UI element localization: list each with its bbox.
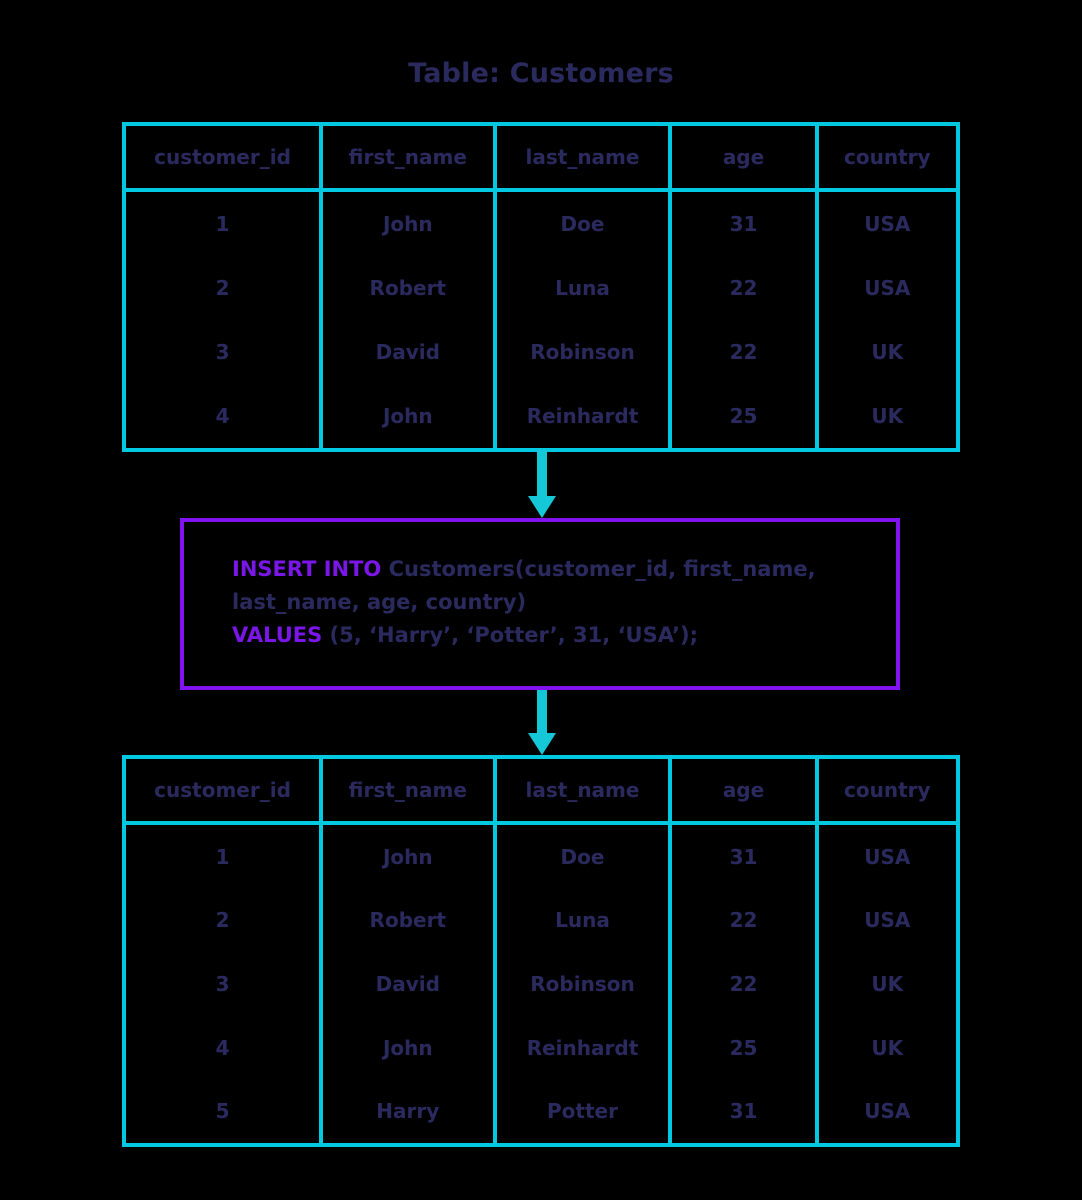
arrow-down-icon [528,690,556,755]
table-row: 4 John Reinhardt 25 UK [126,383,956,448]
sql-keyword-insert-into: INSERT INTO [232,557,382,581]
sql-columns-continuation: last_name, age, country) [232,590,527,614]
table-after-grid: customer_id first_name last_name age cou… [126,759,956,1143]
cell-country: USA [814,823,956,889]
cell-country: UK [814,320,956,384]
cell-country: USA [814,190,956,257]
customers-table-after: customer_id first_name last_name age cou… [122,755,960,1147]
cell-country: UK [814,952,956,1016]
cell-last-name: Luna [492,256,673,320]
cell-country: UK [814,383,956,448]
table-row: 2 Robert Luna 22 USA [126,256,956,320]
cell-last-name: Doe [492,190,673,257]
cell-last-name: Reinhardt [492,383,673,448]
page-title: Table: Customers [408,58,674,89]
table-header-row: customer_id first_name last_name age cou… [126,759,956,823]
sql-values-tuple: (5, ‘Harry’, ‘Potter’, 31, ‘USA’); [322,623,699,647]
cell-last-name: Robinson [492,952,673,1016]
cell-first-name: John [319,190,497,257]
cell-age: 31 [668,823,819,889]
cell-age: 22 [668,320,819,384]
cell-customer-id: 3 [126,952,324,1016]
column-header-age: age [668,759,819,823]
table-row: 1 John Doe 31 USA [126,823,956,889]
cell-customer-id: 4 [126,383,324,448]
column-header-customer-id: customer_id [126,126,324,190]
cell-customer-id: 1 [126,823,324,889]
column-header-age: age [668,126,819,190]
cell-age: 31 [668,1079,819,1143]
cell-first-name: John [319,1015,497,1080]
cell-customer-id: 2 [126,888,324,953]
cell-first-name: David [319,952,497,1016]
table-after-body: 1 John Doe 31 USA 2 Robert Luna 22 USA 3… [126,823,956,1143]
column-header-first-name: first_name [319,126,497,190]
cell-first-name: John [319,823,497,889]
cell-first-name: Robert [319,256,497,320]
sql-line-1: INSERT INTO Customers(customer_id, first… [232,553,876,586]
cell-country: USA [814,888,956,953]
table-after-header: customer_id first_name last_name age cou… [126,759,956,823]
cell-last-name: Luna [492,888,673,953]
arrow-head [528,496,556,518]
cell-last-name: Reinhardt [492,1015,673,1080]
table-before-header: customer_id first_name last_name age cou… [126,126,956,190]
cell-last-name: Doe [492,823,673,889]
cell-country: UK [814,1015,956,1080]
arrow-head [528,733,556,755]
cell-customer-id: 3 [126,320,324,384]
cell-first-name: David [319,320,497,384]
column-header-last-name: last_name [492,126,673,190]
table-before-grid: customer_id first_name last_name age cou… [126,126,956,448]
table-row: 3 David Robinson 22 UK [126,320,956,384]
cell-age: 25 [668,383,819,448]
cell-customer-id: 4 [126,1015,324,1080]
column-header-country: country [814,759,956,823]
cell-customer-id: 5 [126,1079,324,1143]
sql-line-2: last_name, age, country) [232,586,876,619]
cell-age: 31 [668,190,819,257]
cell-country: USA [814,1079,956,1143]
table-row: 4 John Reinhardt 25 UK [126,1015,956,1080]
cell-age: 22 [668,256,819,320]
column-header-last-name: last_name [492,759,673,823]
table-row: 2 Robert Luna 22 USA [126,888,956,953]
cell-country: USA [814,256,956,320]
column-header-first-name: first_name [319,759,497,823]
cell-age: 25 [668,1015,819,1080]
cell-first-name: Harry [319,1079,497,1143]
arrow-shaft [537,450,547,498]
cell-customer-id: 2 [126,256,324,320]
sql-keyword-values: VALUES [232,623,323,647]
table-before-body: 1 John Doe 31 USA 2 Robert Luna 22 USA 3… [126,190,956,448]
sql-target-table: Customers(customer_id, first_name, [381,557,816,581]
arrow-shaft [537,690,547,735]
cell-first-name: Robert [319,888,497,953]
arrow-down-icon [528,450,556,518]
sql-statement-box: INSERT INTO Customers(customer_id, first… [180,518,900,690]
column-header-country: country [814,126,956,190]
cell-customer-id: 1 [126,190,324,257]
sql-statement-text: INSERT INTO Customers(customer_id, first… [232,553,876,652]
table-row: 1 John Doe 31 USA [126,190,956,257]
column-header-customer-id: customer_id [126,759,324,823]
cell-first-name: John [319,383,497,448]
cell-age: 22 [668,952,819,1016]
table-header-row: customer_id first_name last_name age cou… [126,126,956,190]
cell-age: 22 [668,888,819,953]
cell-last-name: Robinson [492,320,673,384]
table-row: 5 Harry Potter 31 USA [126,1079,956,1143]
cell-last-name: Potter [492,1079,673,1143]
table-row: 3 David Robinson 22 UK [126,952,956,1016]
customers-table-before: customer_id first_name last_name age cou… [122,122,960,452]
sql-line-3: VALUES (5, ‘Harry’, ‘Potter’, 31, ‘USA’)… [232,619,876,652]
